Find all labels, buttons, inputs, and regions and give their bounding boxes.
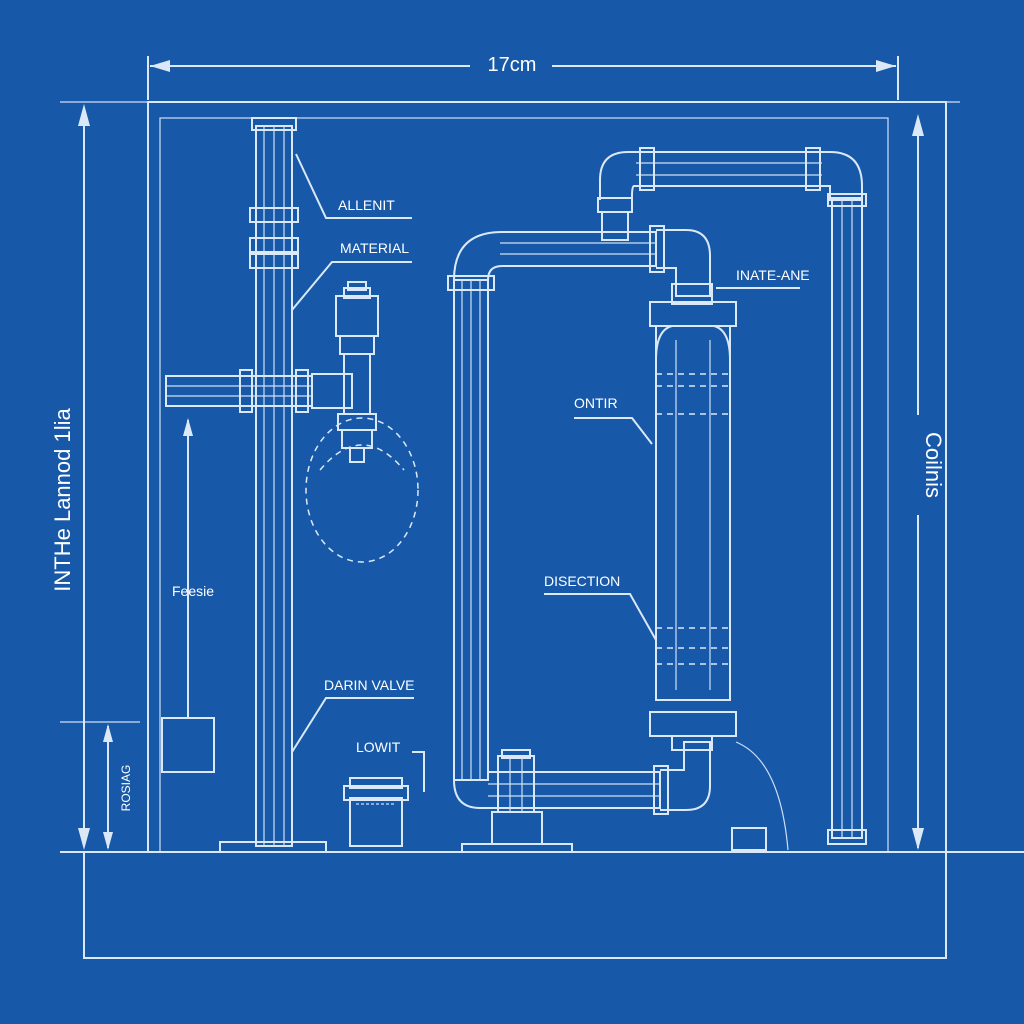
inner-frame xyxy=(159,117,889,853)
callout-material: MATERIAL xyxy=(340,240,409,256)
callout-disection: DISECTION xyxy=(544,573,620,589)
callout-allenit: ALLENIT xyxy=(338,197,395,213)
left-small-dimension: ROSIAG xyxy=(103,724,133,850)
arrow-down-icon xyxy=(78,828,90,850)
small-canister xyxy=(343,777,409,847)
filter-column xyxy=(649,283,789,851)
callout-ontir: ONTIR xyxy=(574,395,618,411)
upper-pipe xyxy=(597,147,863,241)
base-block xyxy=(83,851,947,959)
arrow-right-icon xyxy=(876,60,896,72)
arrow-down-right-icon xyxy=(912,828,924,850)
dimension-right-label: Coilnis xyxy=(921,432,946,498)
dimension-inner-label: Feesie xyxy=(172,583,214,599)
left-dimension: INTHe Lannod 1lia xyxy=(50,104,90,850)
outer-frame xyxy=(147,101,947,853)
horizontal-branch xyxy=(165,369,353,413)
callout-darin-valve: DARIN VALVE xyxy=(324,677,415,693)
arrow-up-small-icon xyxy=(103,724,113,742)
right-vertical-pipe xyxy=(827,193,867,845)
left-leaders: ALLENIT MATERIAL DARIN VALVE LOWIT xyxy=(291,153,425,792)
bottom-pump xyxy=(461,749,573,853)
valve-assembly xyxy=(305,281,419,563)
dimension-left-label: INTHe Lannod 1lia xyxy=(50,408,75,592)
arrow-up-right-icon xyxy=(912,114,924,136)
dimension-bottom-left-label: ROSIAG xyxy=(119,765,133,812)
loop-pipe xyxy=(447,225,711,815)
inner-left-dimension: Feesie xyxy=(161,418,215,773)
arrow-up-icon xyxy=(78,104,90,126)
top-dimension: 17cm xyxy=(147,54,899,100)
right-dimension: Coilnis xyxy=(904,114,946,850)
arrow-left-icon xyxy=(150,60,170,72)
arrow-up-inner-icon xyxy=(183,418,193,436)
dimension-top-label: 17cm xyxy=(488,54,537,76)
arrow-down-small-icon xyxy=(103,832,113,850)
callout-inate-ane: INATE-ANE xyxy=(736,267,810,283)
left-vertical-pipe xyxy=(219,117,327,853)
callout-lowit: LOWIT xyxy=(356,739,401,755)
right-leaders: INATE-ANE ONTIR DISECTION xyxy=(544,267,810,641)
